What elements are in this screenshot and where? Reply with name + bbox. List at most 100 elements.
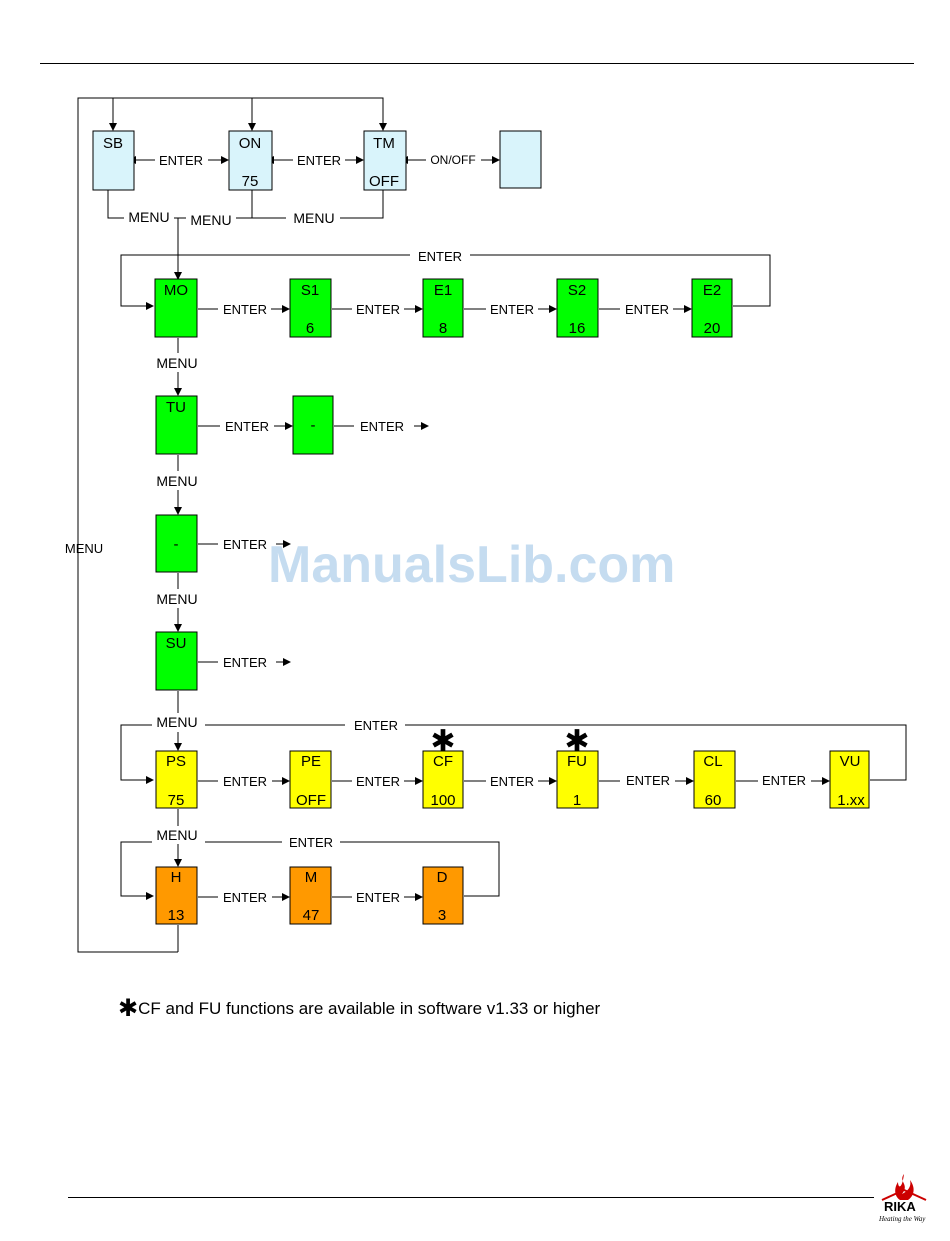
box-ps-value: 75 xyxy=(168,792,185,809)
box-m-label: M xyxy=(305,869,318,886)
box-tm-label: TM xyxy=(373,135,395,152)
box-dash: - xyxy=(155,514,198,573)
label-dash-enter: ENTER xyxy=(223,537,267,552)
logo-name: RIKA xyxy=(884,1199,916,1214)
label-menu-su-ps: MENU xyxy=(156,714,197,730)
label-su-enter: ENTER xyxy=(223,655,267,670)
label-e1-s2: ENTER xyxy=(490,302,534,317)
box-fu-label: FU xyxy=(567,753,587,770)
label-cl-vu: ENTER xyxy=(762,773,806,788)
box-su: SU xyxy=(155,631,198,691)
box-cl: CL 60 xyxy=(693,750,736,809)
box-s2: S2 16 xyxy=(556,278,599,338)
label-menu-sb: MENU xyxy=(128,209,169,225)
label-s1-e1: ENTER xyxy=(356,302,400,317)
watermark: ManualsLib.com xyxy=(268,536,676,594)
box-s1: S1 6 xyxy=(289,278,332,338)
box-s2-label: S2 xyxy=(568,282,586,299)
label-tu-sub: ENTER xyxy=(225,419,269,434)
label-cf-fu: ENTER xyxy=(490,774,534,789)
label-h-return: ENTER xyxy=(289,835,333,850)
box-h: H 13 xyxy=(155,866,198,925)
footnote-asterisk-icon: ✱ xyxy=(118,994,139,1022)
label-m-d: ENTER xyxy=(356,890,400,905)
box-e2-label: E2 xyxy=(703,282,721,299)
box-tu-label: TU xyxy=(166,399,186,416)
label-on-tm: ENTER xyxy=(297,153,341,168)
label-sb-on: ENTER xyxy=(159,153,203,168)
label-menu-loop: MENU xyxy=(65,541,103,556)
label-ps-pe: ENTER xyxy=(223,774,267,789)
box-m: M 47 xyxy=(289,866,332,925)
bottom-rule xyxy=(68,1197,874,1198)
box-tu: TU xyxy=(155,395,198,455)
box-su-label: SU xyxy=(166,635,187,652)
box-vu-label: VU xyxy=(840,753,861,770)
box-m-value: 47 xyxy=(303,907,320,924)
asterisk-fu-icon: ✱ xyxy=(564,724,589,759)
box-blank-display xyxy=(499,130,542,189)
label-tu-sub-next: ENTER xyxy=(360,419,404,434)
label-menu-tm: MENU xyxy=(293,210,334,226)
box-s2-value: 16 xyxy=(569,320,586,337)
label-pe-cf: ENTER xyxy=(356,774,400,789)
box-h-value: 13 xyxy=(168,907,185,924)
box-fu: FU 1 xyxy=(556,750,599,809)
box-s1-value: 6 xyxy=(306,320,314,337)
box-e1-value: 8 xyxy=(439,320,447,337)
box-on-value: 75 xyxy=(242,173,259,190)
box-cl-label: CL xyxy=(703,753,722,770)
box-cf-value: 100 xyxy=(430,792,455,809)
box-mo: MO xyxy=(154,278,198,338)
label-fu-cl: ENTER xyxy=(626,773,670,788)
label-h-m: ENTER xyxy=(223,890,267,905)
box-e2: E2 20 xyxy=(691,278,733,338)
box-dash-label: - xyxy=(174,536,179,553)
box-d-label: D xyxy=(437,869,448,886)
box-fu-value: 1 xyxy=(573,792,581,809)
box-sb-label: SB xyxy=(103,135,123,152)
box-s1-label: S1 xyxy=(301,282,319,299)
footnote: ✱CF and FU functions are available in so… xyxy=(118,994,600,1022)
label-menu-mo-tu: MENU xyxy=(156,355,197,371)
logo-slogan: Heating the Way xyxy=(879,1215,926,1223)
box-vu: VU 1.xx xyxy=(829,750,870,809)
box-pe: PE OFF xyxy=(289,750,332,809)
label-menu-ps-h: MENU xyxy=(156,827,197,843)
label-menu-on: MENU xyxy=(190,212,231,228)
connectors xyxy=(77,97,907,953)
label-mo-return: ENTER xyxy=(418,249,462,264)
box-pe-value: OFF xyxy=(296,792,326,809)
box-d-value: 3 xyxy=(438,907,446,924)
connector-labels: ENTER ENTER ON/OFF MENU MENU MENU MENU E… xyxy=(65,153,806,905)
label-tm-onoff: ON/OFF xyxy=(430,153,475,167)
label-s2-e2: ENTER xyxy=(625,302,669,317)
label-ps-return: ENTER xyxy=(354,718,398,733)
footnote-text: CF and FU functions are available in sof… xyxy=(138,999,601,1018)
box-cf: CF 100 xyxy=(422,750,464,809)
box-sb: SB xyxy=(92,130,135,191)
box-e1-label: E1 xyxy=(434,282,452,299)
box-cf-label: CF xyxy=(433,753,453,770)
box-on-label: ON xyxy=(239,135,262,152)
label-menu-tu-dash: MENU xyxy=(156,473,197,489)
top-rule xyxy=(40,63,914,64)
label-mo-s1: ENTER xyxy=(223,302,267,317)
box-tm-value: OFF xyxy=(369,173,399,190)
box-h-label: H xyxy=(171,869,182,886)
box-e2-value: 20 xyxy=(704,320,721,337)
rika-logo-icon xyxy=(881,1174,927,1201)
box-cl-value: 60 xyxy=(705,792,722,809)
box-tu-sub: - xyxy=(292,395,334,455)
box-ps: PS 75 xyxy=(155,750,198,809)
box-on: ON 75 xyxy=(228,130,273,191)
box-pe-label: PE xyxy=(301,753,321,770)
box-tm: TM OFF xyxy=(363,130,407,191)
asterisk-cf-icon: ✱ xyxy=(430,724,455,759)
box-e1: E1 8 xyxy=(422,278,464,338)
box-mo-label: MO xyxy=(164,282,188,299)
box-tu-sub-label: - xyxy=(311,417,316,434)
label-menu-dash-su: MENU xyxy=(156,591,197,607)
box-vu-value: 1.xx xyxy=(837,792,865,809)
